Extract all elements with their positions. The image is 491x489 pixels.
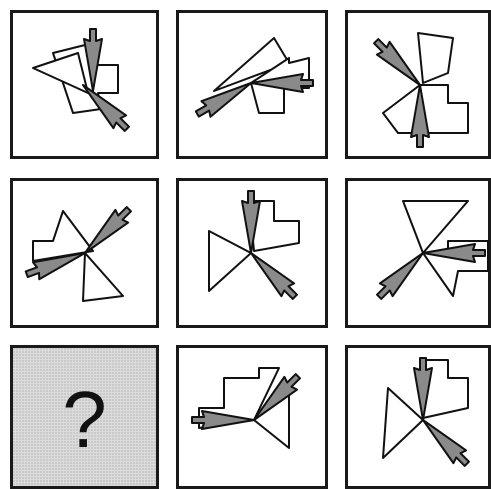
matrix-cell-r2c2 (176, 178, 328, 328)
missing-cell[interactable]: ? (10, 345, 159, 489)
matrix-cell-r1c3 (345, 10, 491, 159)
question-mark: ? (13, 380, 156, 460)
arrows-figure (348, 181, 491, 325)
arrows-figure (13, 181, 156, 325)
matrix-cell-r2c3 (345, 178, 491, 328)
matrix-cell-r3c2 (176, 345, 328, 489)
arrows-figure (179, 181, 325, 325)
arrows-figure (348, 348, 491, 486)
matrix-cell-r1c2 (176, 10, 328, 159)
matrix-cell-r2c1 (10, 178, 159, 328)
arrows-figure (13, 13, 156, 156)
arrows-figure (179, 348, 325, 486)
matrix-cell-r1c1 (10, 10, 159, 159)
arrows-figure (348, 13, 491, 156)
arrows-figure (179, 13, 325, 156)
matrix-cell-r3c3 (345, 345, 491, 489)
